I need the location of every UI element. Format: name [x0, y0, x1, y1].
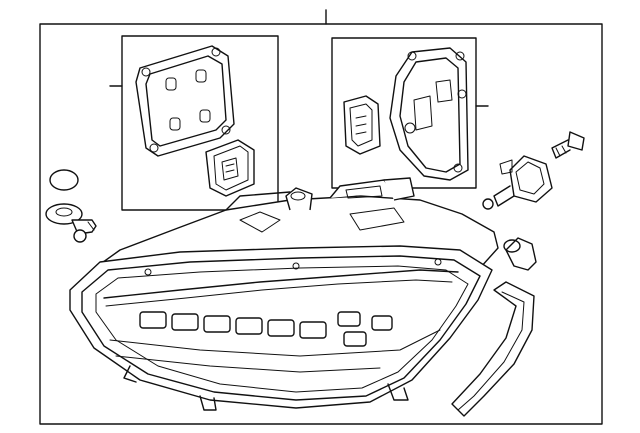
led-segment-6 — [299, 321, 327, 339]
mounting-screw — [551, 131, 585, 159]
led-segment-4 — [235, 317, 263, 335]
ballast-connector — [343, 95, 381, 155]
led-segment-8 — [343, 331, 367, 347]
led-segment-1 — [139, 311, 167, 329]
led-segment-3 — [203, 315, 231, 333]
outer-frame — [39, 9, 603, 425]
led-control-module-gasket — [135, 45, 235, 157]
seal-strip — [451, 281, 535, 417]
left-inset — [109, 35, 279, 211]
headlamp-assembly — [69, 177, 499, 411]
led-segment-7 — [337, 311, 361, 327]
led-segment-9 — [371, 315, 393, 331]
led-segment-2 — [171, 313, 199, 331]
adjuster-motor — [482, 155, 553, 210]
led-control-module — [205, 139, 255, 197]
o-ring — [49, 169, 79, 191]
led-segment-5 — [267, 319, 295, 337]
vent-elbow — [503, 237, 537, 271]
bulb-socket — [45, 203, 97, 243]
right-inset — [331, 37, 489, 189]
housing-cover — [389, 47, 469, 181]
